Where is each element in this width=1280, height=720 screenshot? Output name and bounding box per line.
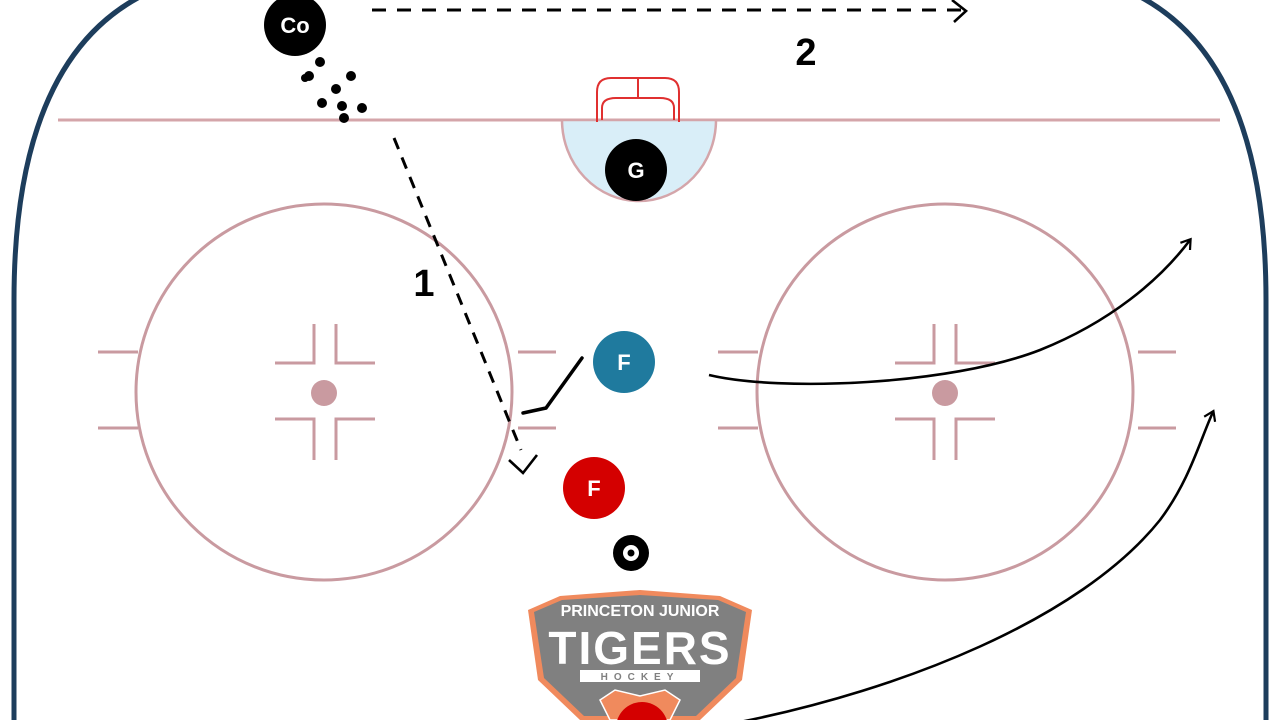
logo-sub-text: HOCKEY bbox=[601, 672, 680, 683]
puck-pile bbox=[301, 57, 367, 123]
player-forward-blue[interactable]: F bbox=[593, 331, 655, 393]
player-forward-red[interactable]: F bbox=[563, 457, 625, 519]
pass-path-1 bbox=[392, 137, 523, 451]
left-faceoff-circle bbox=[98, 202, 556, 582]
pass-2-arrowhead-icon bbox=[951, 0, 969, 23]
svg-text:F: F bbox=[587, 476, 600, 501]
player-coach[interactable]: Co bbox=[264, 0, 326, 56]
skate-path-blue bbox=[708, 237, 1192, 386]
cone-icon[interactable] bbox=[613, 535, 649, 571]
logo-top-text: PRINCETON JUNIOR bbox=[561, 603, 720, 620]
logo-main-text: TIGERS bbox=[548, 622, 731, 674]
right-faceoff-dot bbox=[932, 380, 958, 406]
right-faceoff-circle bbox=[718, 202, 1176, 582]
goal-net bbox=[596, 77, 680, 122]
svg-text:F: F bbox=[617, 350, 630, 375]
svg-text:G: G bbox=[627, 158, 644, 183]
hockey-stick-icon bbox=[521, 356, 584, 415]
player-goalie[interactable]: G bbox=[605, 139, 667, 201]
pass-1-arrowhead-icon bbox=[508, 454, 539, 475]
player-bottom-red bbox=[617, 702, 667, 720]
left-faceoff-dot bbox=[311, 380, 337, 406]
team-logo: PRINCETON JUNIOR TIGERS HOCKEY bbox=[528, 590, 752, 720]
skate-path-red bbox=[743, 409, 1217, 720]
sequence-label-2: 2 bbox=[795, 32, 816, 74]
svg-text:Co: Co bbox=[280, 13, 309, 38]
rink-boards bbox=[11, 0, 1269, 720]
sequence-label-1: 1 bbox=[413, 263, 434, 305]
